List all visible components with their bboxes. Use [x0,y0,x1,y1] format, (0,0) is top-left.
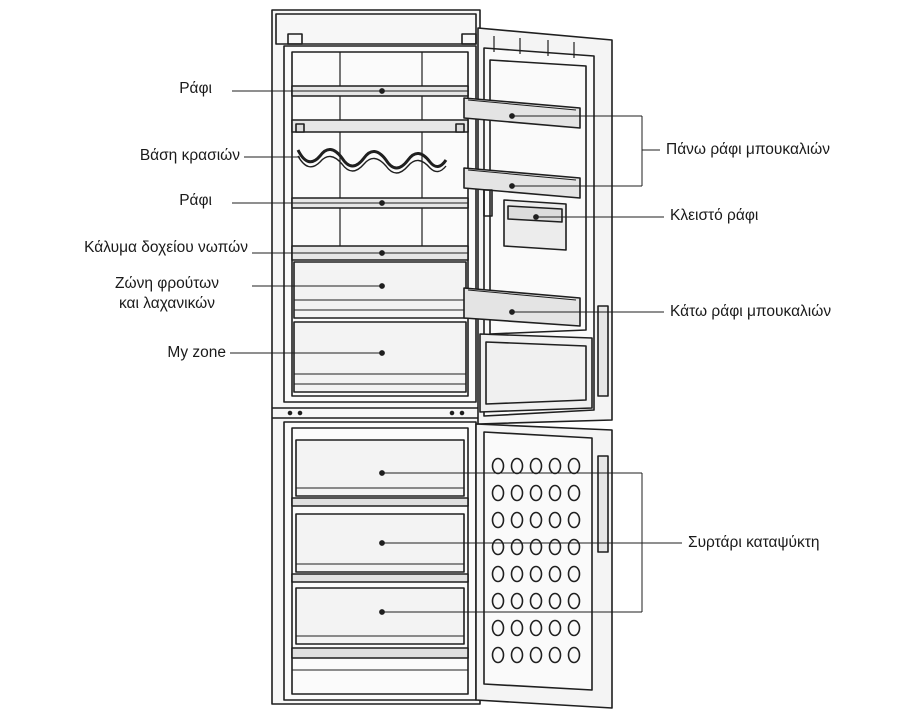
ice-cube-cavity [567,565,581,583]
ice-cube-cavity [529,511,543,529]
label-shelf-top: Ράφι [179,80,212,97]
ice-cube-cavity [491,592,505,610]
label-fruit-vegetable-zone-line1: Ζώνη φρούτων [115,275,219,292]
ice-cube-cavity [491,511,505,529]
ice-cube-cavity [567,619,581,637]
ice-cube-cavity [510,619,524,637]
label-crisper-cover: Κάλυμα δοχείου νωπών [84,239,248,256]
ice-cube-cavity [491,619,505,637]
ice-cube-cavity [548,484,562,502]
label-freezer-drawer: Συρτάρι καταψύκτη [688,534,820,551]
ice-cube-cavity [548,565,562,583]
freezer-drawer-3 [291,587,469,671]
wine-rack [291,119,469,174]
ice-cube-cavity [529,484,543,502]
fruit-vegetable-drawer [293,261,467,319]
upper-door-shelf-1 [463,97,581,129]
door-bottom-bin [479,333,593,413]
label-fruit-vegetable-zone-line2: και λαχανικών [118,295,216,312]
ice-cube-cavity [510,565,524,583]
ice-cube-cavity [510,511,524,529]
label-lower-door-shelf: Κάτω ράφι μπουκαλιών [670,303,832,320]
leader-lines [230,88,682,615]
ice-cube-cavity [510,646,524,664]
label-my-zone: My zone [167,344,226,361]
my-zone-drawer [293,321,467,393]
upper-door-shelf-2 [463,167,581,199]
ice-cube-cavity [491,646,505,664]
ice-cube-cavity [548,511,562,529]
ice-cube-cavity [548,538,562,556]
ice-cube-cavity [567,511,581,529]
ice-cube-cavity [567,484,581,502]
label-shelf-middle: Ράφι [179,192,212,209]
ice-cube-cavity [529,565,543,583]
label-fruit-vegetable-zone: Ζώνη φρούτων και λαχανικών [72,274,262,314]
label-upper-door-shelf: Πάνω ράφι μπουκαλιών [666,141,830,158]
closed-door-shelf [483,189,567,251]
freezer-drawer-1 [291,439,469,507]
ice-cube-cavity [510,592,524,610]
ice-cube-cavity [529,619,543,637]
ice-cube-cavity [529,538,543,556]
ice-cube-cavity [510,538,524,556]
ice-cube-cavity [510,484,524,502]
ice-cube-cavity [529,592,543,610]
ice-cube-cavity [548,592,562,610]
ice-cube-cavity [567,592,581,610]
ice-cube-cavity [567,538,581,556]
ice-cube-cavity [529,646,543,664]
lower-door-shelf [463,287,581,327]
ice-cube-cavity [548,646,562,664]
ice-cube-cavity [491,565,505,583]
ice-cube-cavity [491,484,505,502]
ice-cube-cavity [567,646,581,664]
ice-cube-cavity [548,619,562,637]
label-closed-shelf: Κλειστό ράφι [670,207,759,224]
freezer-drawer-2 [291,513,469,583]
ice-cube-cavity [491,538,505,556]
label-wine-rack: Βάση κρασιών [139,147,240,164]
